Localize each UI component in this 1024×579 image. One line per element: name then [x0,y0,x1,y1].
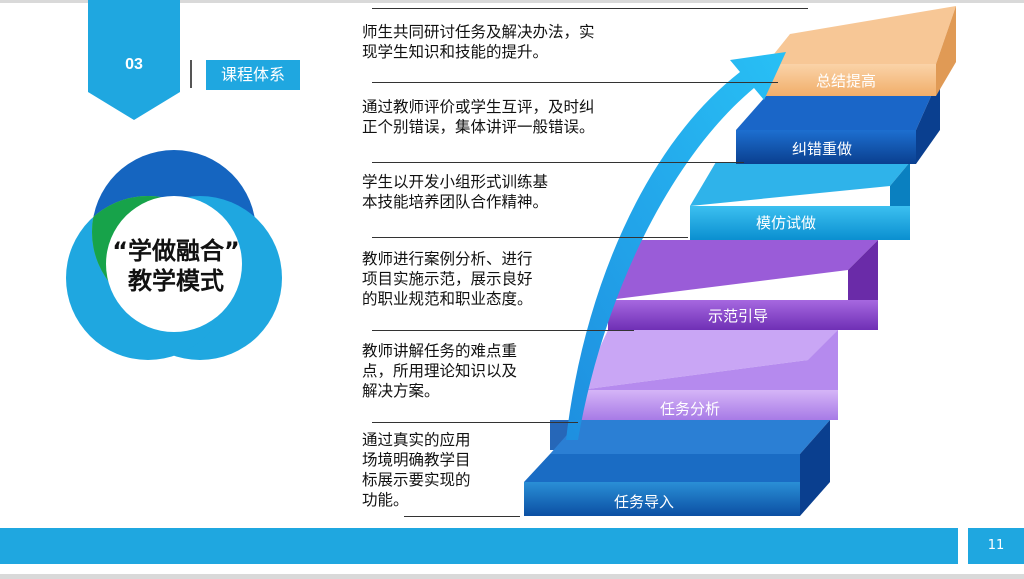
bottom-border [0,574,1024,579]
description-6: 师生共同研讨任务及解决办法，实 现学生知识和技能的提升。 [362,22,595,62]
desc-line-4 [372,237,688,238]
description-5-line-1: 通过教师评价或学生互评，及时纠 [362,98,595,116]
desc-line-1 [372,8,808,9]
description-1: 通过真实的应用 场境明确教学目 标展示要实现的 功能。 [362,430,471,510]
step-label-2: 任务分析 [659,400,720,418]
description-3-line-2: 项目实施示范，展示良好 [362,270,533,288]
description-1-line-2: 场境明确教学目 [362,451,471,469]
center-title-line1: “学做融合” [112,237,240,265]
staircase-graphic [524,6,956,516]
description-2-line-3: 解决方案。 [362,382,440,400]
desc-line-2 [372,82,778,83]
description-4-line-2: 本技能培养团队合作精神。 [362,193,549,211]
center-title-line2: 教学模式 [128,267,224,295]
desc-line-3 [372,162,744,163]
description-1-line-4: 功能。 [362,491,409,509]
step-label-4: 模仿试做 [755,214,816,232]
top-border [0,0,1024,3]
desc-line-5 [372,330,634,331]
description-5-line-2: 正个别错误，集体讲评一般错误。 [362,118,595,136]
description-4-line-1: 学生以开发小组形式训练基 [362,173,549,191]
center-title: “学做融合” 教学模式 [92,236,260,296]
step-label-1: 任务导入 [613,493,674,511]
description-6-line-2: 现学生知识和技能的提升。 [362,43,549,61]
description-3-line-3: 的职业规范和职业态度。 [362,290,533,308]
description-2: 教师讲解任务的难点重 点，所用理论知识以及 解决方案。 [362,341,517,401]
description-5: 通过教师评价或学生互评，及时纠 正个别错误，集体讲评一般错误。 [362,97,595,137]
description-2-line-2: 点，所用理论知识以及 [362,362,518,380]
description-1-line-3: 标展示要实现的 [362,471,471,489]
step-label-6: 总结提高 [815,72,876,90]
slide-number: 03 [125,56,143,73]
description-4: 学生以开发小组形式训练基 本技能培养团队合作精神。 [362,172,548,212]
overlapping-circles-graphic [66,150,282,360]
description-2-line-1: 教师讲解任务的难点重 [362,342,518,360]
title-divider [190,60,192,88]
footer-bar [0,528,958,564]
description-3: 教师进行案例分析、进行 项目实施示范，展示良好 的职业规范和职业态度。 [362,249,533,309]
description-3-line-1: 教师进行案例分析、进行 [362,250,533,268]
description-1-line-1: 通过真实的应用 [362,431,471,449]
step-label-3: 示范引导 [707,307,768,325]
step-label-5: 纠错重做 [791,140,852,158]
desc-line-6 [372,422,578,423]
description-6-line-1: 师生共同研讨任务及解决办法，实 [362,23,595,41]
slide-number-tag [88,0,180,120]
page-number: 11 [968,528,1024,564]
desc-line-7 [404,516,520,517]
section-title: 课程体系 [206,60,300,90]
